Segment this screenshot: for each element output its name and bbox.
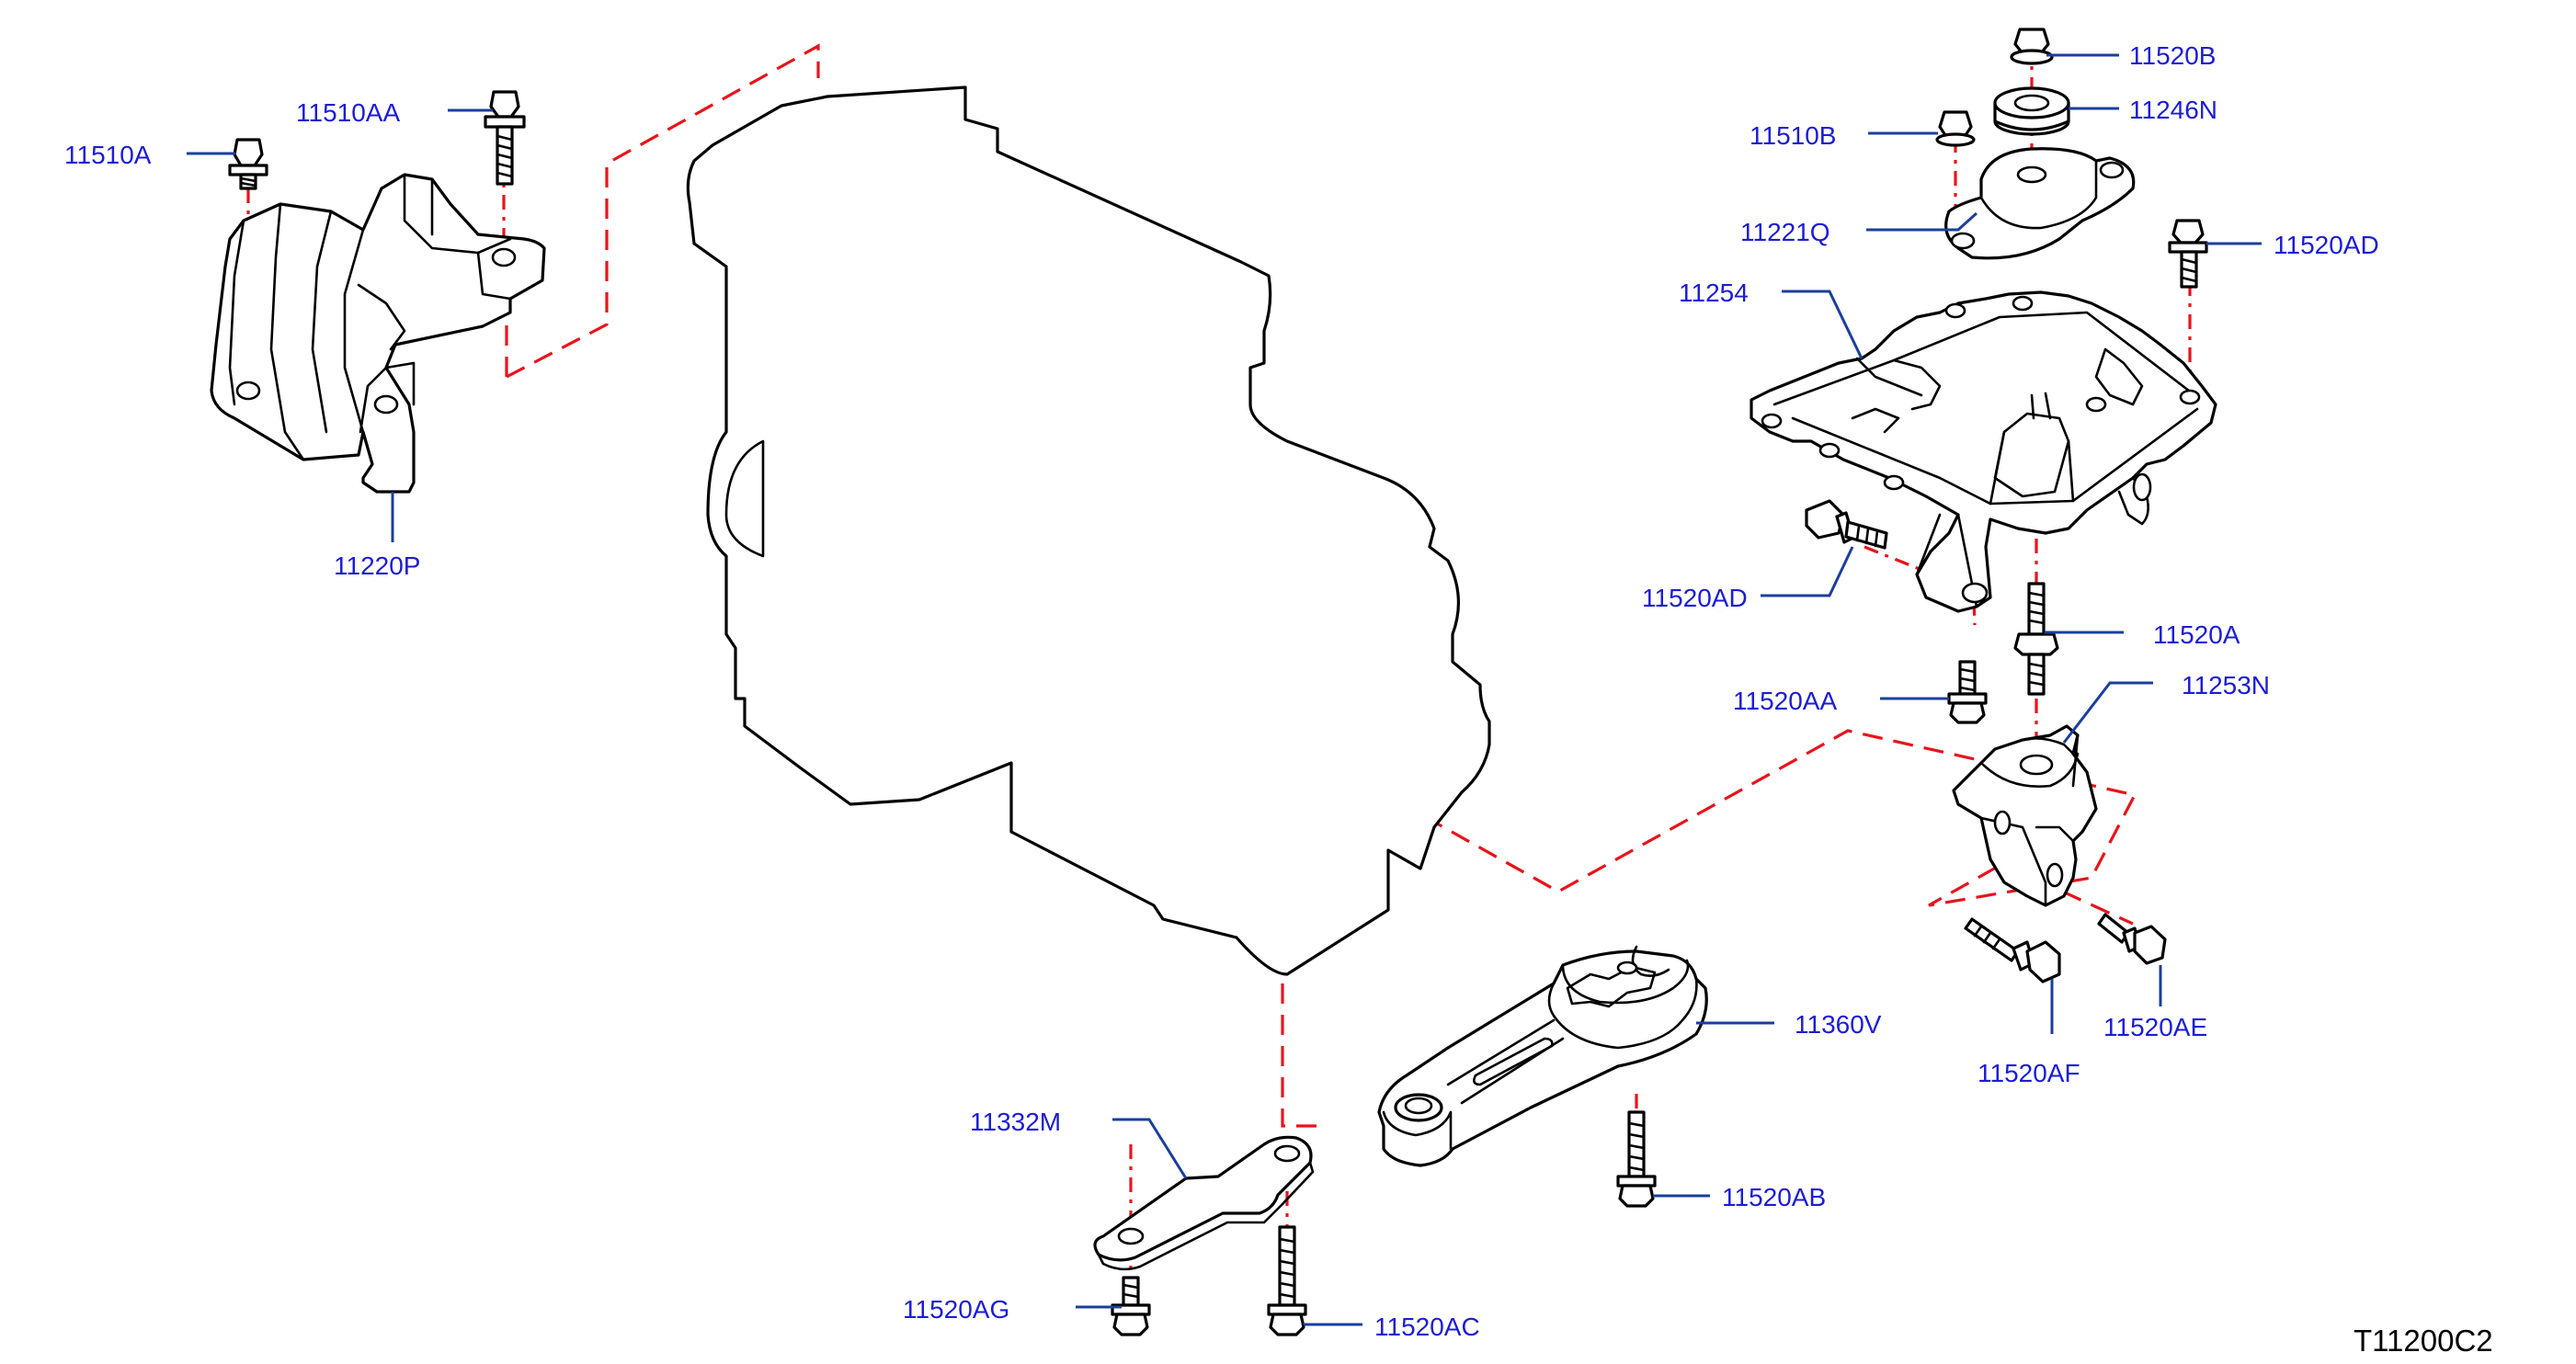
bolt-11520AE <box>2097 913 2167 965</box>
label-11520AG: 11520AG <box>903 1295 1009 1324</box>
bolt-11520AA <box>1947 660 1988 724</box>
leader-lines <box>187 53 2262 1326</box>
bolt-11510A <box>228 138 268 190</box>
label-11332M: 11332M <box>970 1108 1061 1136</box>
nut-11520B <box>2010 28 2054 65</box>
bolt-11520AF <box>1964 917 2061 983</box>
left-engine-mount <box>210 173 546 494</box>
label-11246N: 11246N <box>2129 96 2217 124</box>
label-11360V: 11360V <box>1795 1010 1882 1039</box>
stud-11520A <box>2013 582 2059 696</box>
label-11510AA: 11510AA <box>296 98 400 127</box>
bolt-11520AD-top <box>2168 219 2208 289</box>
label-11253N: 11253N <box>2182 671 2270 699</box>
label-11520AA: 11520AA <box>1733 687 1837 715</box>
diagram-code: T11200C2 <box>2354 1324 2493 1358</box>
bolt-11520AD-left <box>1805 499 1888 550</box>
nut-11510B <box>1935 110 1976 147</box>
label-11520AD-top: 11520AD <box>2274 231 2379 259</box>
bolt-11520AG <box>1111 1276 1151 1336</box>
engine-block-outline <box>686 85 1491 976</box>
label-11520AE: 11520AE <box>2103 1013 2207 1041</box>
label-11520AF: 11520AF <box>1978 1059 2080 1087</box>
bolt-11520AB <box>1616 1110 1657 1208</box>
label-11254: 11254 <box>1679 278 1749 307</box>
label-11220P: 11220P <box>334 551 420 580</box>
bracket-11254 <box>1750 290 2217 613</box>
insulator-11221Q <box>1944 147 2136 260</box>
bracket-11253N <box>1952 724 2098 907</box>
label-11520AD-left: 11520AD <box>1642 584 1748 612</box>
label-11520A: 11520A <box>2153 620 2240 649</box>
label-11520AB: 11520AB <box>1722 1183 1826 1211</box>
part-labels: 11510A 11510AA 11220P 11520B 11246N 1151… <box>64 41 2493 1358</box>
label-11510A: 11510A <box>64 141 152 169</box>
bracket-11332M <box>1093 1135 1315 1271</box>
torque-rod-11360V <box>1377 945 1708 1167</box>
bolt-11520AC <box>1267 1225 1307 1336</box>
label-11520AC: 11520AC <box>1374 1313 1480 1341</box>
bolt-11510AA <box>484 90 526 186</box>
washer-11246N <box>1993 86 2070 136</box>
label-11221Q: 11221Q <box>1740 218 1830 246</box>
label-11510B: 11510B <box>1750 121 1836 150</box>
label-11520B: 11520B <box>2129 41 2216 70</box>
